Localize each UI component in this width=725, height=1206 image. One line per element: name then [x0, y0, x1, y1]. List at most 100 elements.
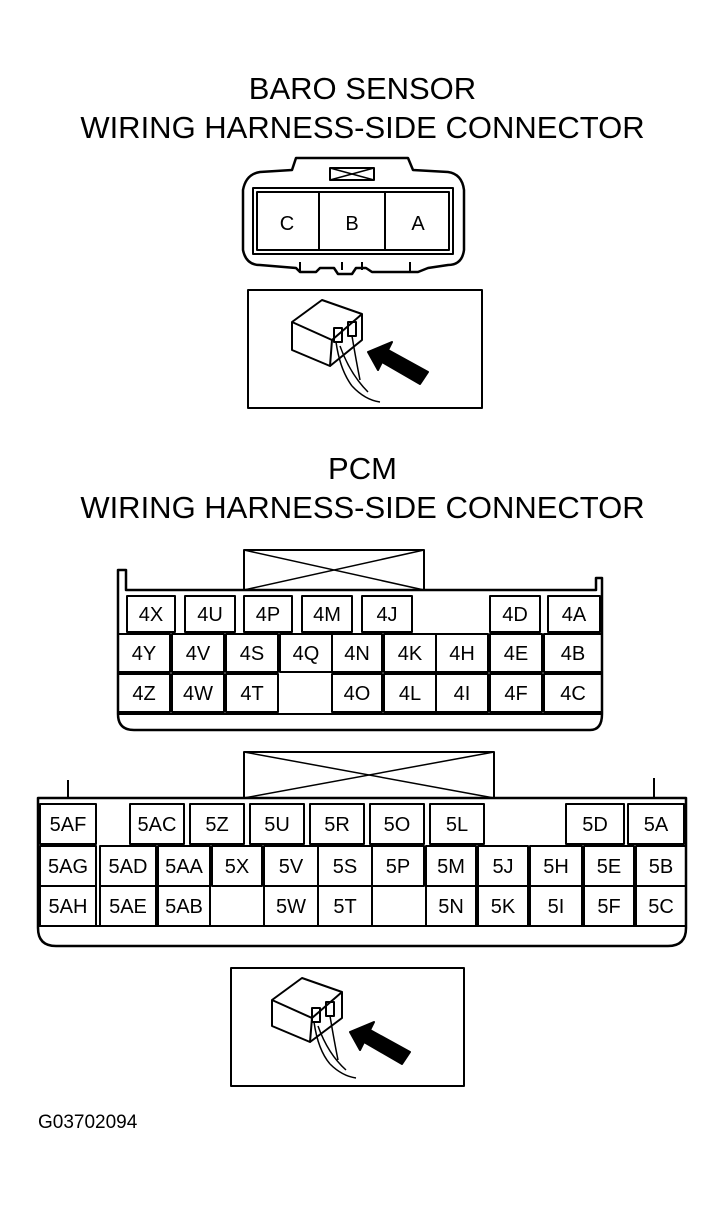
pin-label-5u: 5U — [264, 814, 290, 836]
pin-label-4k: 4K — [398, 643, 423, 665]
pin-label-5r: 5R — [324, 814, 350, 836]
pin-label-5ab: 5AB — [165, 896, 203, 918]
pin-cell-4p — [243, 595, 293, 633]
pin-cell-5k — [477, 885, 529, 927]
pin-label-4d: 4D — [502, 604, 528, 626]
baro-pin-b: B — [345, 213, 358, 235]
pin-label-4n: 4N — [344, 643, 370, 665]
pin-label-5ac: 5AC — [138, 814, 177, 836]
pin-label-4m: 4M — [313, 604, 341, 626]
baro-connector: C B A — [241, 156, 466, 276]
pin-cell-4n — [331, 633, 383, 673]
pcm-title-line1: PCM — [328, 451, 397, 486]
pin-label-5j: 5J — [492, 856, 513, 878]
pin-label-5ae: 5AE — [109, 896, 147, 918]
pin-label-4t: 4T — [240, 683, 263, 705]
pin-label-4h: 4H — [449, 643, 475, 665]
pin-cell-5o — [369, 803, 425, 845]
pin-label-4x: 4X — [139, 604, 163, 626]
pin-label-5z: 5Z — [205, 814, 228, 836]
pin-cell-4f — [489, 673, 543, 713]
pin-label-4w: 4W — [183, 683, 213, 705]
pin-cell-5ac — [129, 803, 185, 845]
pin-cell-5p — [371, 845, 425, 887]
pin-cell-4i — [435, 673, 489, 713]
pin-cell-5x — [211, 845, 263, 887]
pin-cell-4w — [171, 673, 225, 713]
pin-cell-5u — [249, 803, 305, 845]
pin-cell-4d — [489, 595, 541, 633]
pin-cell-4h — [435, 633, 489, 673]
pin-cell-4m — [301, 595, 353, 633]
pin-label-5ah: 5AH — [49, 896, 88, 918]
pin-label-4i: 4I — [454, 683, 471, 705]
pin-label-4v: 4V — [186, 643, 211, 665]
pin-label-5ad: 5AD — [109, 856, 148, 878]
pin-label-5d: 5D — [582, 814, 608, 836]
pin-label-4o: 4O — [344, 683, 371, 705]
baro-title-line2: WIRING HARNESS-SIDE CONNECTOR — [80, 110, 645, 145]
pin-cell-4j — [361, 595, 413, 633]
pin-cell-5l — [429, 803, 485, 845]
pin-cell-5ae — [99, 885, 157, 927]
pin-cell-4e — [489, 633, 543, 673]
pcm-probe-illustration — [230, 967, 465, 1087]
baro-pin-a: A — [411, 213, 425, 235]
pin-label-4p: 4P — [256, 604, 280, 626]
pin-label-4u: 4U — [197, 604, 223, 626]
baro-title-line1: BARO SENSOR — [248, 71, 477, 106]
pcm-title-line2: WIRING HARNESS-SIDE CONNECTOR — [80, 490, 645, 525]
pin-cell-4y — [117, 633, 171, 673]
pin-label-5o: 5O — [384, 814, 411, 836]
pin-cell-5d — [565, 803, 625, 845]
figure-id: G03702094 — [38, 1112, 138, 1133]
pin-cell-4u — [184, 595, 236, 633]
pin-label-5v: 5V — [279, 856, 304, 878]
pin-cell-5ah — [39, 885, 97, 927]
pin-cell-5i — [529, 885, 583, 927]
pin-label-5n: 5N — [438, 896, 464, 918]
pin-label-4s: 4S — [240, 643, 264, 665]
pin-label-5ag: 5AG — [48, 856, 88, 878]
pin-label-5t: 5T — [333, 896, 356, 918]
pin-label-4c: 4C — [560, 683, 586, 705]
pin-cell-5n — [425, 885, 477, 927]
pin-cell-4t — [225, 673, 279, 713]
pin-label-5k: 5K — [491, 896, 516, 918]
pin-label-5b: 5B — [649, 856, 673, 878]
pin-label-5l: 5L — [446, 814, 468, 836]
pin-cell-5f — [583, 885, 635, 927]
pin-cell-4a — [547, 595, 601, 633]
pin-label-5e: 5E — [597, 856, 621, 878]
baro-pin-c: C — [280, 213, 294, 235]
pin-cell-4z — [117, 673, 171, 713]
pin-label-4f: 4F — [504, 683, 527, 705]
pin-label-4l: 4L — [399, 683, 421, 705]
pin-cell-4o — [331, 673, 383, 713]
pin-label-4b: 4B — [561, 643, 585, 665]
pin-label-5aa: 5AA — [165, 856, 203, 878]
pin-cell-4s — [225, 633, 279, 673]
pin-label-4a: 4A — [562, 604, 587, 626]
pin-label-5x: 5X — [225, 856, 249, 878]
pin-label-5af: 5AF — [50, 814, 87, 836]
pin-label-5f: 5F — [597, 896, 620, 918]
pin-label-5m: 5M — [437, 856, 465, 878]
pin-label-5i: 5I — [548, 896, 565, 918]
pin-label-4z: 4Z — [132, 683, 155, 705]
pin-cell-5af — [39, 803, 97, 845]
pin-cell-4c — [543, 673, 603, 713]
pin-cell-5a — [627, 803, 685, 845]
pin-cell-5c — [635, 885, 687, 927]
pin-label-5p: 5P — [386, 856, 410, 878]
pin-cell-5ab — [157, 885, 211, 927]
pin-label-5c: 5C — [648, 896, 674, 918]
pin-cell-4x — [126, 595, 176, 633]
pin-cell-5r — [309, 803, 365, 845]
pin-cell-4v — [171, 633, 225, 673]
pin-label-4j: 4J — [376, 604, 397, 626]
pin-label-5a: 5A — [644, 814, 669, 836]
